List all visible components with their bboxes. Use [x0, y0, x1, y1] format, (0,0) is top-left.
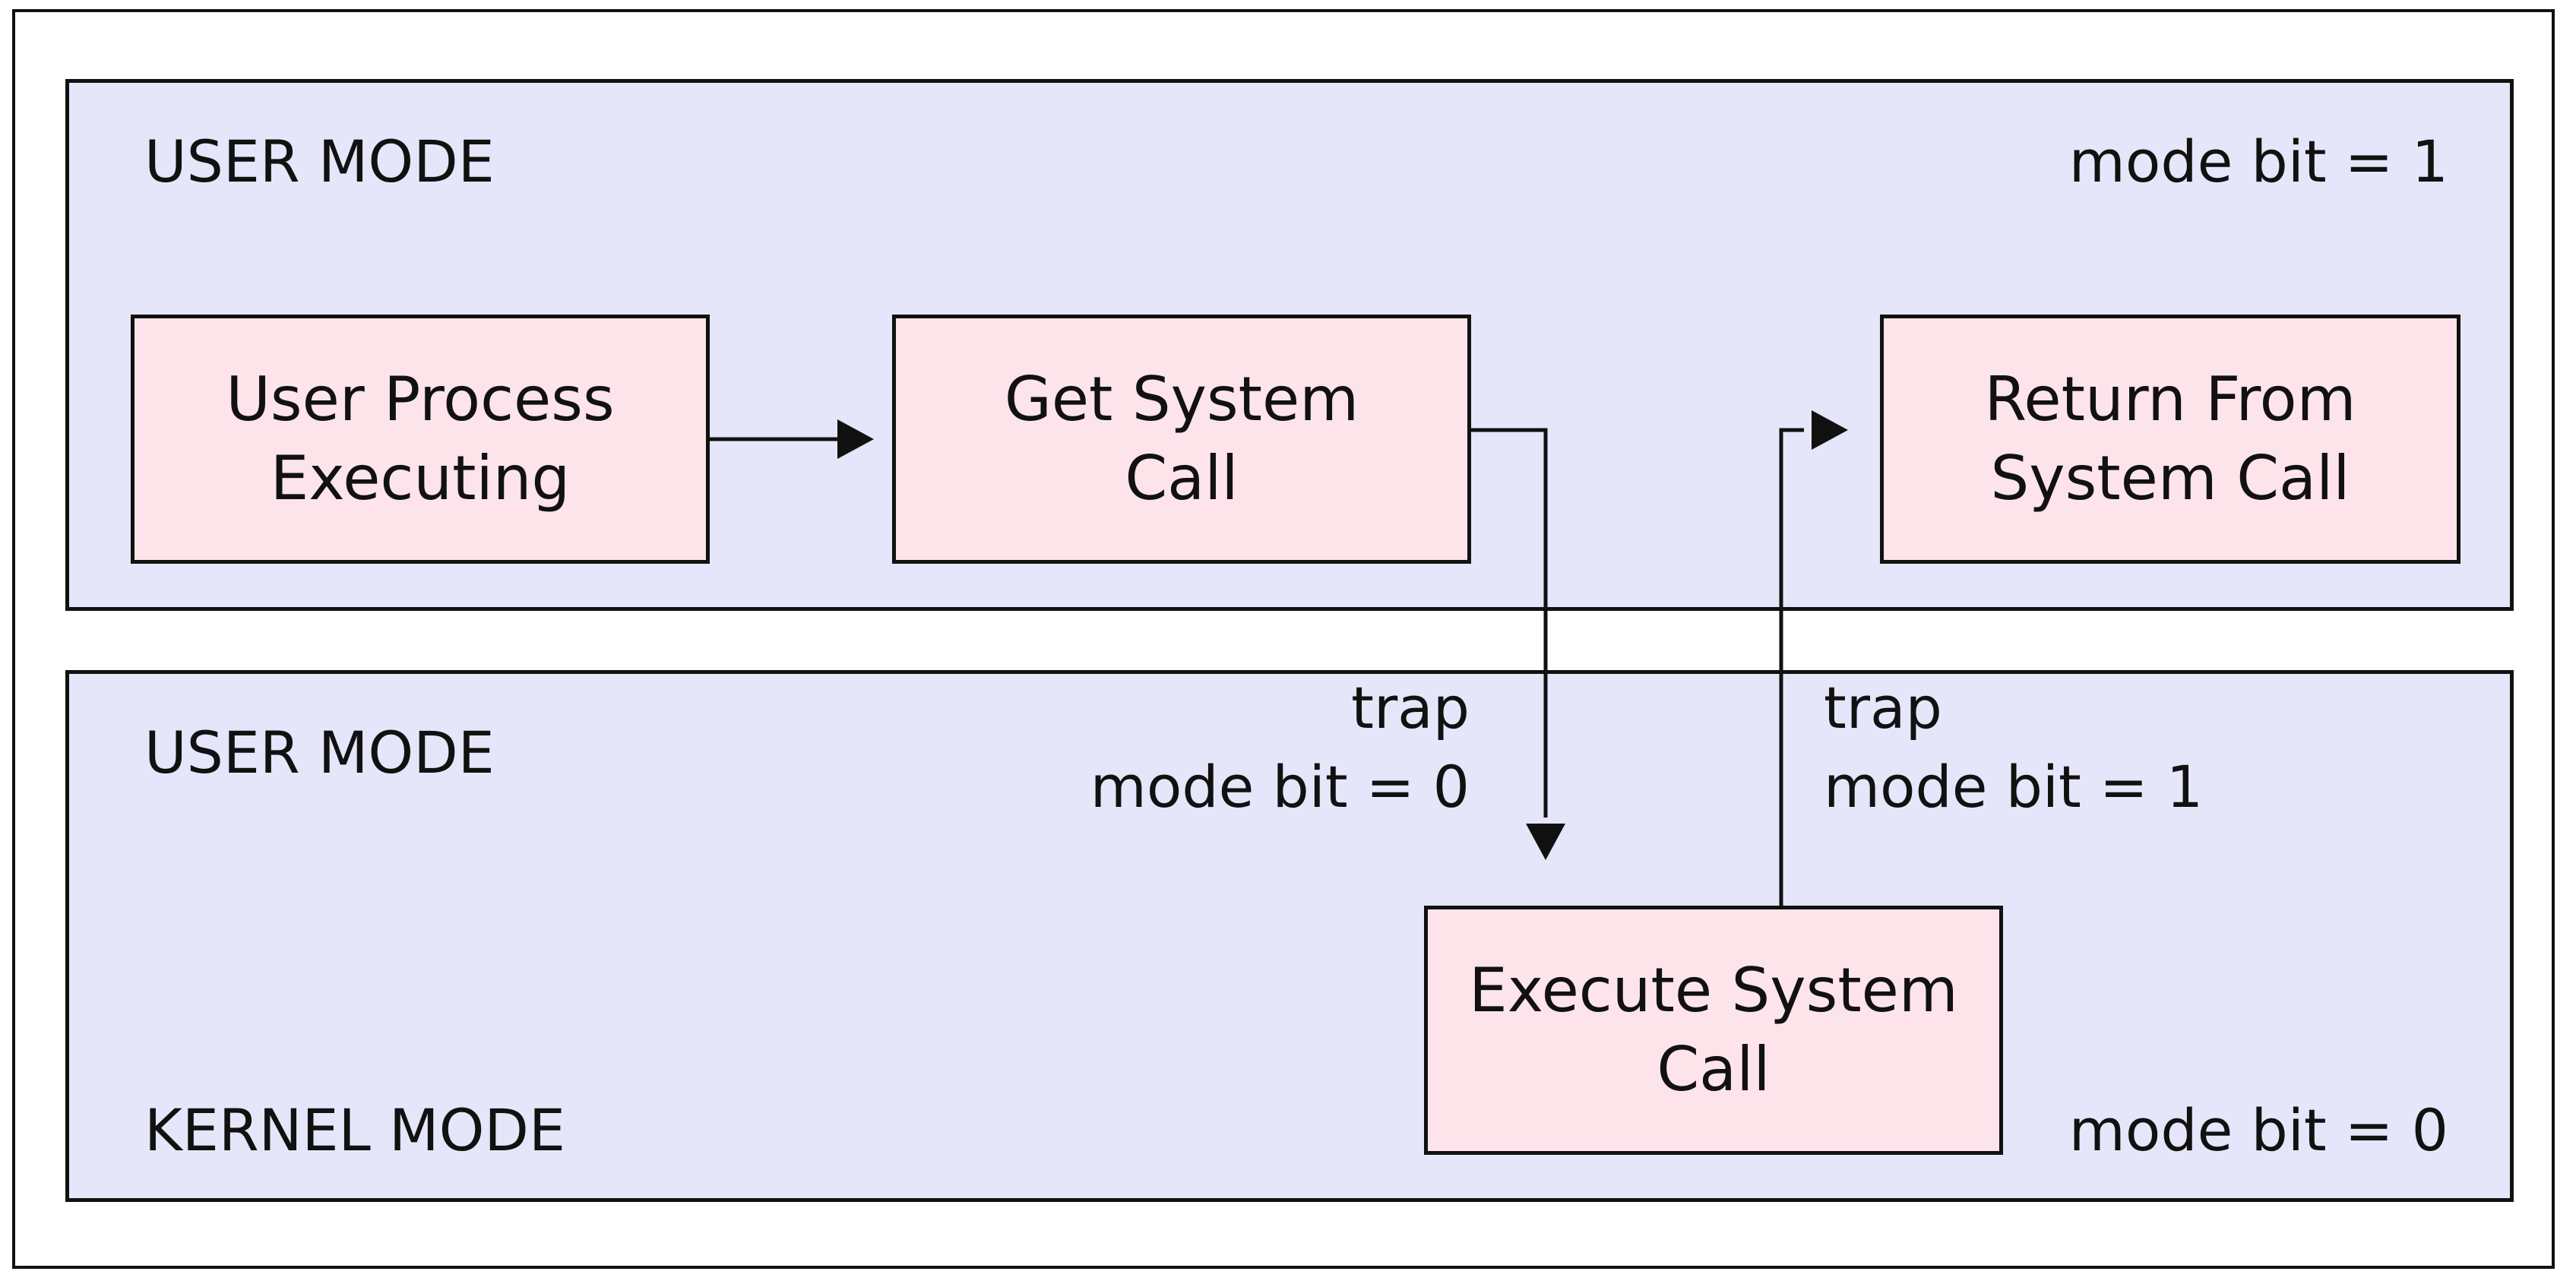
return-from-system-call-label: Return From System Call — [1984, 364, 2356, 514]
user-mode-label-bottom-panel: USER MODE — [144, 719, 495, 786]
execute-system-call-label: Execute System Call — [1469, 955, 1958, 1105]
user-mode-label: USER MODE — [144, 128, 495, 195]
trap-mode-bit-1-label: trap mode bit = 1 — [1824, 674, 2204, 821]
kernel-mode-panel — [65, 670, 2514, 1202]
user-process-executing-label: User Process Executing — [226, 364, 615, 514]
kernel-mode-label: KERNEL MODE — [144, 1096, 565, 1164]
trap-mode-bit-0-label: trap mode bit = 0 — [1090, 674, 1470, 821]
mode-bit-label-bottom: mode bit = 0 — [2068, 1096, 2448, 1164]
mode-bit-label-top: mode bit = 1 — [2068, 128, 2448, 195]
execute-system-call-box: Execute System Call — [1424, 906, 2003, 1155]
return-from-system-call-box: Return From System Call — [1880, 315, 2460, 564]
get-system-call-box: Get System Call — [892, 315, 1471, 564]
user-process-executing-box: User Process Executing — [131, 315, 710, 564]
get-system-call-label: Get System Call — [1004, 364, 1359, 514]
